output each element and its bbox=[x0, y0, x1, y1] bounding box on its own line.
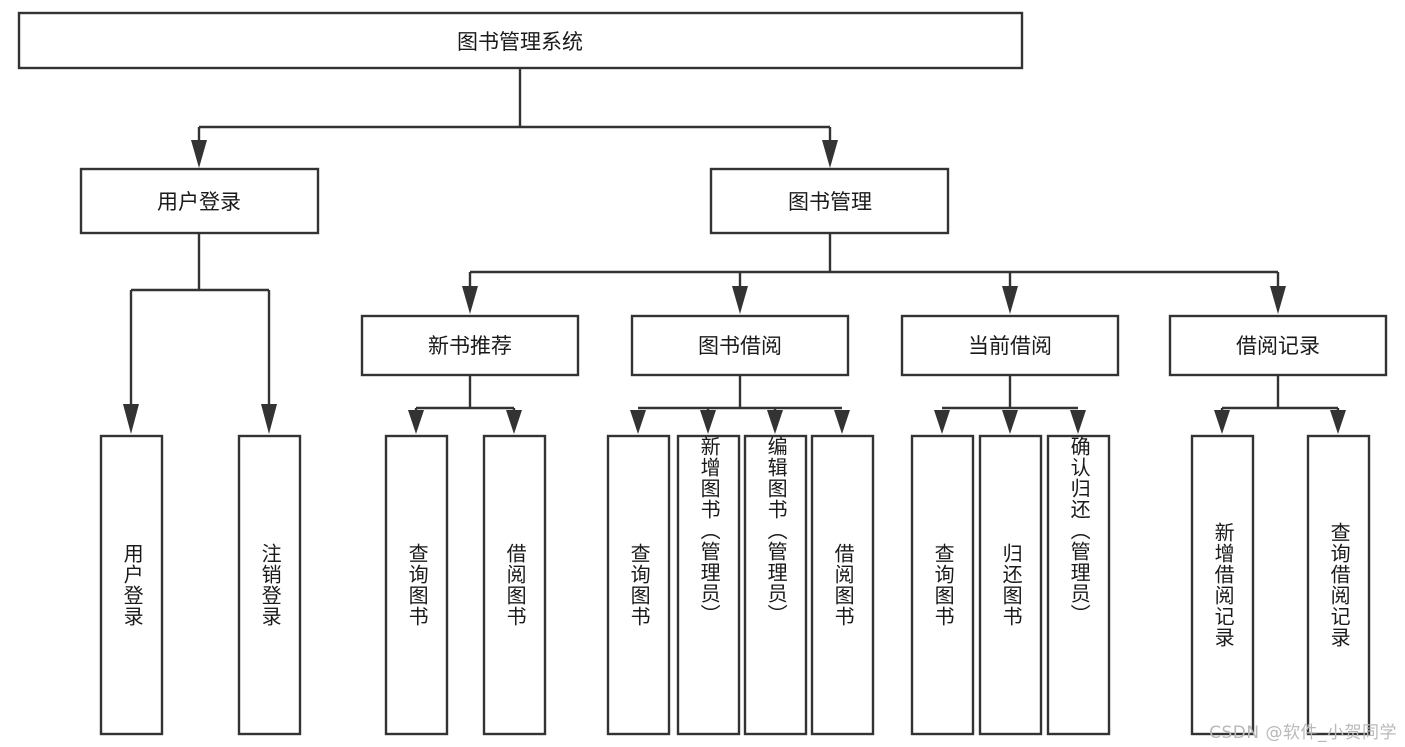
arrow-newbook-leaf-2 bbox=[506, 410, 522, 434]
node-book-manage-label: 图书管理 bbox=[788, 190, 872, 214]
node-borrow-record-label: 借阅记录 bbox=[1236, 334, 1320, 358]
node-book-manage-box[interactable] bbox=[709, 167, 950, 235]
leaf-box-add-record[interactable] bbox=[1190, 434, 1255, 736]
leaf-box-confirm-return[interactable] bbox=[1046, 434, 1111, 736]
connector-layer bbox=[123, 68, 1346, 434]
arrow-currentborrow-leaf-1 bbox=[934, 410, 950, 434]
leaf-box-user-login[interactable] bbox=[99, 434, 164, 736]
csdn-watermark: CSDN @软件_小贺同学 bbox=[1209, 723, 1397, 743]
arrow-borrowrecord-leaf-1 bbox=[1214, 410, 1230, 434]
node-current-borrow-box[interactable] bbox=[900, 314, 1120, 377]
leaf-box-query-book-2[interactable] bbox=[606, 434, 671, 736]
leaf-box-return-book[interactable] bbox=[978, 434, 1043, 736]
leaf-box-query-book-1[interactable] bbox=[384, 434, 449, 736]
arrow-userlogin-leaf-1 bbox=[123, 404, 139, 434]
leaf-box-add-book[interactable] bbox=[676, 434, 741, 736]
node-new-book-rec-box[interactable] bbox=[360, 314, 580, 377]
arrow-bookborrow-leaf-3 bbox=[767, 410, 783, 434]
arrow-root-to-book-manage bbox=[822, 140, 838, 168]
node-user-login-label: 用户登录 bbox=[157, 190, 241, 214]
arrow-currentborrow-leaf-3 bbox=[1070, 410, 1086, 434]
node-layer: 图书管理系统 用户登录 图书管理 新书推荐 图书借阅 当前借阅 借阅记录 bbox=[17, 11, 1388, 736]
node-current-borrow-label: 当前借阅 bbox=[968, 334, 1052, 358]
arrow-bookmanage-child-1 bbox=[462, 286, 478, 314]
arrow-borrowrecord-leaf-2 bbox=[1330, 410, 1346, 434]
node-user-login-box[interactable] bbox=[79, 167, 320, 235]
leaf-box-query-record[interactable] bbox=[1306, 434, 1371, 736]
arrow-bookborrow-leaf-1 bbox=[630, 410, 646, 434]
arrow-newbook-leaf-1 bbox=[408, 410, 424, 434]
arrow-bookmanage-child-4 bbox=[1270, 286, 1286, 314]
arrow-bookborrow-leaf-2 bbox=[700, 410, 716, 434]
arrow-currentborrow-leaf-2 bbox=[1002, 410, 1018, 434]
arrow-root-to-user-login bbox=[191, 140, 207, 168]
arrow-bookmanage-child-2 bbox=[732, 286, 748, 314]
node-book-borrow-box[interactable] bbox=[630, 314, 850, 377]
node-root-label: 图书管理系统 bbox=[457, 30, 583, 54]
node-new-book-rec-label: 新书推荐 bbox=[428, 334, 512, 358]
leaf-box-query-book-3[interactable] bbox=[910, 434, 975, 736]
node-root-box[interactable] bbox=[17, 11, 1024, 70]
leaf-box-edit-book[interactable] bbox=[743, 434, 808, 736]
node-borrow-record-box[interactable] bbox=[1168, 314, 1388, 377]
leaf-box-logout[interactable] bbox=[237, 434, 302, 736]
arrow-bookborrow-leaf-4 bbox=[834, 410, 850, 434]
node-book-borrow-label: 图书借阅 bbox=[698, 334, 782, 358]
arrow-userlogin-leaf-2 bbox=[261, 404, 277, 434]
leaf-box-borrow-book-2[interactable] bbox=[810, 434, 875, 736]
leaf-box-borrow-book-1[interactable] bbox=[482, 434, 547, 736]
arrow-bookmanage-child-3 bbox=[1002, 286, 1018, 314]
